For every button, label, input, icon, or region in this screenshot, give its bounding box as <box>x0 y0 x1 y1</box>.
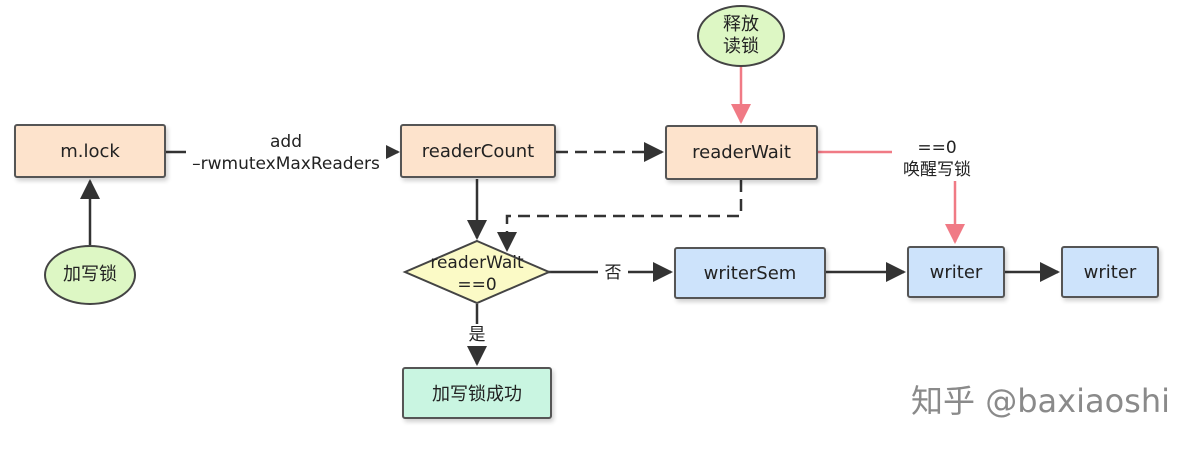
writer-node-1: writer <box>907 246 1005 298</box>
wake-edge-label: ==0 唤醒写锁 <box>892 137 982 181</box>
m-lock-node: m.lock <box>14 124 166 178</box>
wake-edge-label-line2: 唤醒写锁 <box>903 160 971 180</box>
writer-node-2: writer <box>1061 246 1159 298</box>
watermark: 知乎 @baxiaoshi <box>911 382 1170 420</box>
add-write-lock-node: 加写锁 <box>44 245 136 305</box>
wake-edge-label-line1: ==0 <box>917 138 957 158</box>
success-node: 加写锁成功 <box>402 367 552 419</box>
release-read-lock-line1: 释放 <box>723 14 759 35</box>
decision-diamond <box>402 239 552 305</box>
yes-edge-label: 是 <box>462 324 492 346</box>
reader-count-node: readerCount <box>400 124 556 178</box>
decision-label-line2: ==0 <box>457 275 497 295</box>
m-lock-label: m.lock <box>60 140 120 162</box>
decision-label-line1: readerWait <box>430 253 524 273</box>
success-label: 加写锁成功 <box>432 384 522 405</box>
writer-2-label: writer <box>1083 261 1137 283</box>
writer-sem-node: writerSem <box>674 247 826 299</box>
add-edge-label: add –rwmutexMaxReaders <box>186 131 386 175</box>
edge-readerwait-to-decision <box>497 180 743 252</box>
add-edge-label-line2: –rwmutexMaxReaders <box>192 154 380 174</box>
writer-1-label: writer <box>929 261 983 283</box>
decision-label: readerWait ==0 <box>417 252 537 296</box>
writer-sem-label: writerSem <box>703 262 797 284</box>
reader-count-label: readerCount <box>421 140 535 162</box>
add-write-lock-label: 加写锁 <box>63 264 117 285</box>
no-edge-label: 否 <box>598 262 628 284</box>
reader-wait-label: readerWait <box>692 142 791 163</box>
add-edge-label-line1: add <box>270 132 302 152</box>
release-read-lock-node: 释放 读锁 <box>697 5 785 67</box>
release-read-lock-line2: 读锁 <box>723 36 759 57</box>
reader-wait-node: readerWait <box>665 125 818 180</box>
